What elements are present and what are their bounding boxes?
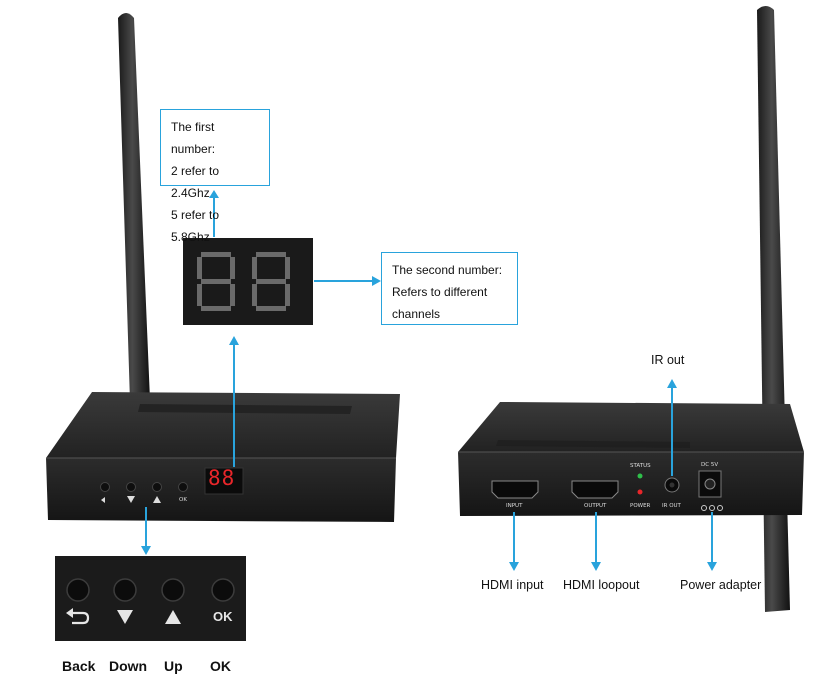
ok-button-glyph: OK	[213, 609, 233, 624]
input-port-label: INPUT	[506, 503, 523, 509]
callout-line: Refers to different	[392, 285, 488, 299]
hdmi-input-annotation: HDMI input	[481, 578, 544, 592]
dc-port-label: DC 5V	[701, 462, 719, 468]
left-antenna	[118, 13, 150, 402]
callout-line: 5 refer to 5.8Ghz	[171, 208, 220, 244]
panel-ok-label: OK	[179, 497, 187, 503]
callout-line: 2 refer to 2.4Ghz	[171, 164, 220, 200]
display-zoom	[183, 238, 313, 325]
output-port-label: OUTPUT	[584, 503, 607, 509]
callout-line: The first number:	[171, 120, 216, 156]
first-number-callout: The first number: 2 refer to 2.4Ghz 5 re…	[160, 109, 270, 244]
annotation-arrows	[141, 190, 717, 571]
second-number-callout: The second number: Refers to different c…	[381, 252, 518, 325]
left-device	[46, 392, 400, 522]
right-device	[458, 402, 804, 516]
status-led-label: STATUS	[630, 463, 651, 469]
callout-line: channels	[392, 307, 441, 321]
ir-out-annotation: IR out	[651, 353, 685, 367]
hdmi-loopout-annotation: HDMI loopout	[563, 578, 640, 592]
power-adapter-annotation: Power adapter	[680, 578, 762, 592]
back-label: Back	[62, 658, 96, 674]
panel-display: 88	[208, 466, 236, 490]
button-zoom-panel	[55, 556, 246, 641]
power-led-label: POWER	[630, 503, 651, 509]
ok-label: OK	[210, 658, 231, 674]
callout-line: The second number:	[392, 263, 503, 277]
up-label: Up	[164, 658, 183, 674]
down-label: Down	[109, 658, 148, 674]
ir-out-port-label: IR OUT	[662, 503, 681, 509]
right-antenna	[757, 6, 790, 612]
